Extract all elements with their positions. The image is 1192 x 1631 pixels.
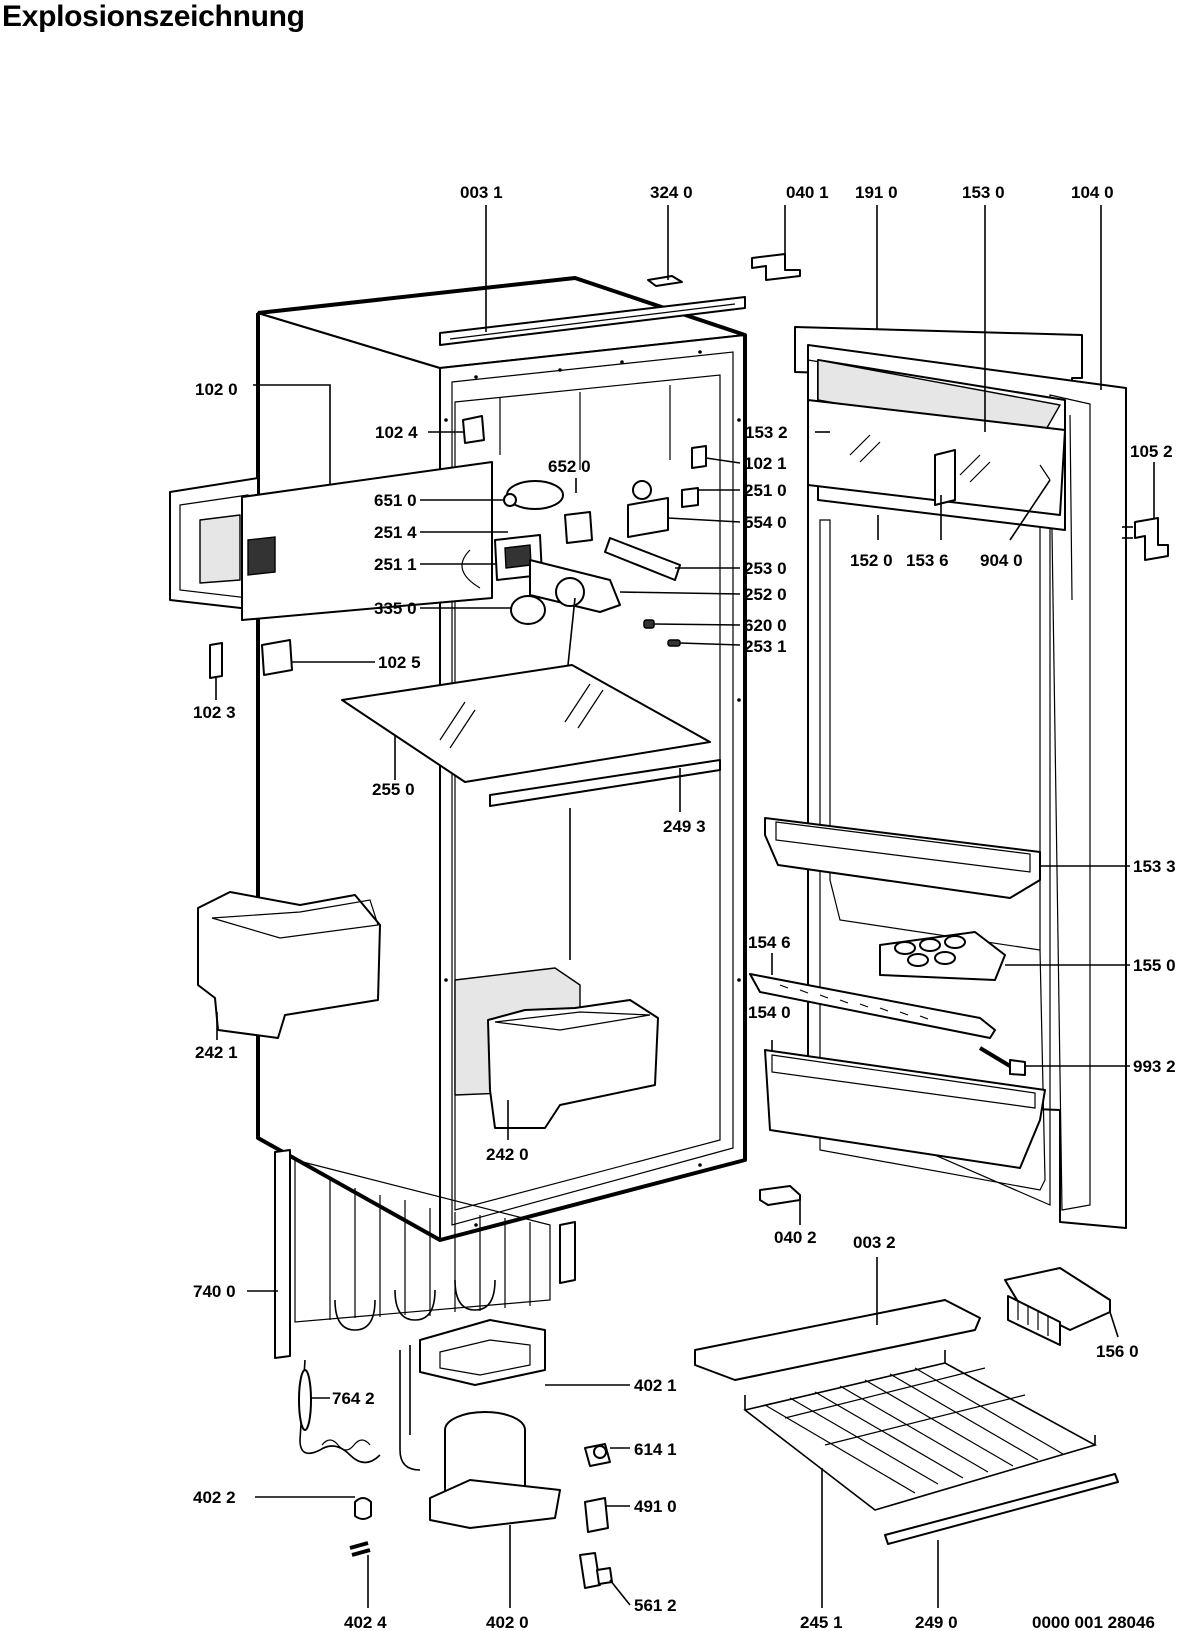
label-1910: 191 0 [855,183,898,202]
label-0032: 003 2 [853,1233,896,1252]
label-2420: 242 0 [486,1145,529,1164]
label-2531: 253 1 [744,637,787,656]
label-1533: 153 3 [1133,857,1176,876]
bottom-plate [694,1299,981,1381]
label-9932: 993 2 [1133,1057,1176,1076]
label-2490: 249 0 [915,1613,958,1631]
part-402-2 [354,1497,372,1520]
hinge-right [1122,517,1169,561]
label-2550: 255 0 [372,780,415,799]
bulb [506,480,564,510]
label-2451: 245 1 [800,1613,843,1631]
knob [510,595,546,625]
bracket-bottom [759,1185,801,1206]
label-1550: 155 0 [1133,956,1176,975]
label-1520: 152 0 [850,551,893,570]
label-9040: 904 0 [980,551,1023,570]
part-102-4 [462,415,485,444]
label-6200: 620 0 [744,616,787,635]
label-7400: 740 0 [193,1282,236,1301]
balcony-rail [749,973,996,1039]
wire-shelf [743,1350,1098,1511]
part-253-0 [604,537,681,581]
part-102-5 [261,639,293,676]
label-2510: 251 0 [744,481,787,500]
label-4910: 491 0 [634,1497,677,1516]
label-2530: 253 0 [744,559,787,578]
label-1021: 102 1 [744,454,787,473]
label-4024: 402 4 [344,1613,387,1631]
label-0401: 040 1 [786,183,829,202]
label-1546: 154 6 [748,933,791,952]
label-6520: 652 0 [548,457,591,476]
label-6510: 651 0 [374,491,417,510]
part-251-0 [681,487,699,508]
bracket-top [751,253,801,281]
label-3240: 324 0 [650,183,693,202]
label-1020: 102 0 [195,380,238,399]
part-labels: 003 1 324 0 040 1 191 0 153 0 104 0 102 … [193,183,1176,1631]
label-1024: 102 4 [375,423,418,442]
label-2511: 251 1 [374,555,417,574]
document-number: 0000 001 28046 [1032,1613,1155,1631]
label-2520: 252 0 [744,585,787,604]
label-1530: 153 0 [962,183,1005,202]
label-1532: 153 2 [745,423,788,442]
capillary [299,1359,381,1464]
label-6141: 614 1 [634,1440,677,1459]
part-102-3 [209,642,223,679]
label-1040: 104 0 [1071,183,1114,202]
label-7642: 764 2 [332,1389,375,1408]
label-1023: 102 3 [193,703,236,722]
label-2421: 242 1 [195,1043,238,1062]
page-title: Explosionszeichnung [2,0,305,33]
label-4021: 402 1 [634,1376,677,1395]
light-panel [169,461,493,621]
part-324 [647,275,683,287]
label-0402: 040 2 [774,1228,817,1247]
label-2493: 249 3 [663,817,706,836]
drawer-left [197,891,381,1039]
part-402-4 [349,1541,371,1557]
condenser [274,1149,576,1359]
ice-tray [1004,1267,1111,1346]
part-102-1 [691,445,707,469]
door-balcony-top [764,817,1041,899]
thermostat [627,497,669,538]
label-5540: 554 0 [744,513,787,532]
label-0031: 003 1 [460,183,503,202]
egg-tray [879,931,1006,981]
label-1025: 102 5 [378,653,421,672]
label-1540: 154 0 [748,1003,791,1022]
leader-lines [215,205,1155,1608]
part-561-2 [579,1552,601,1589]
label-1052: 105 2 [1130,442,1173,461]
label-4020: 402 0 [486,1613,529,1631]
glass-shelf [341,664,711,783]
label-1560: 156 0 [1096,1342,1139,1361]
part-491-0 [584,1497,609,1533]
glass-strip [884,1473,1119,1545]
door-balcony-bottom [764,1049,1046,1169]
drawer-right [454,967,659,1129]
shelf-edge [489,759,721,807]
label-3350: 335 0 [374,599,417,618]
compressor [399,1319,561,1529]
label-4022: 402 2 [193,1488,236,1507]
label-2514: 251 4 [374,523,417,542]
label-1536: 153 6 [906,551,949,570]
label-5612: 561 2 [634,1596,677,1615]
